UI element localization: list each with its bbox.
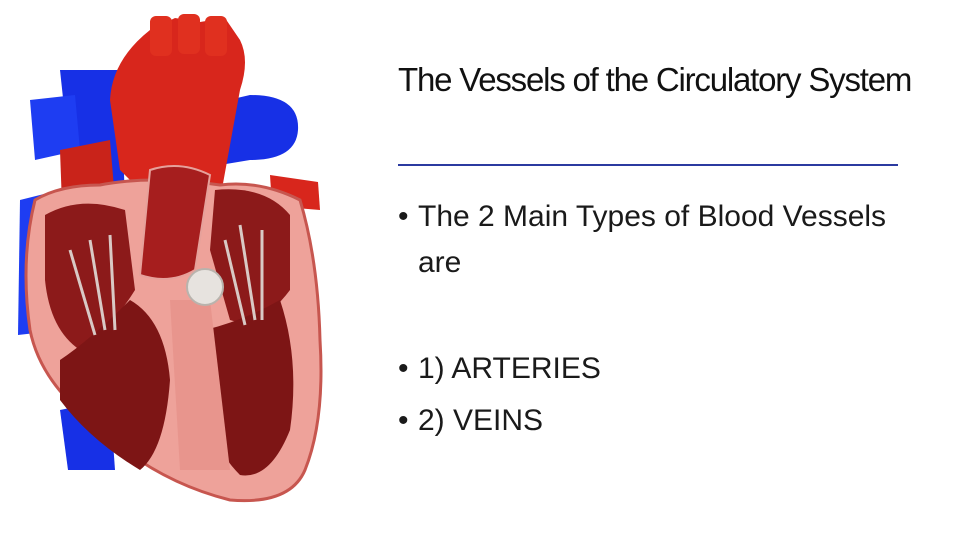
aorta-branch-2 (178, 14, 200, 54)
aorta-branch-3 (205, 16, 227, 56)
aorta (110, 18, 245, 210)
right-ventricle-chamber (60, 300, 170, 470)
right-atrium-chamber (45, 203, 135, 350)
chordae-right (223, 224, 264, 326)
bullet-text: 1) ARTERIES (418, 352, 601, 385)
bullet-item-veins: • 2) VEINS (398, 398, 918, 444)
left-vein-branch (30, 95, 80, 160)
bullet-marker: • (398, 404, 409, 437)
aorta-branch-1 (150, 16, 172, 56)
bullet-marker: • (398, 352, 409, 385)
aortic-valve (186, 268, 224, 306)
bullet-item-arteries: • 1) ARTERIES (398, 346, 918, 392)
left-atrium-chamber (210, 189, 290, 322)
slide-title: The Vessels of the Circulatory System (398, 61, 912, 98)
septum (170, 300, 230, 470)
title-underline (398, 164, 898, 166)
chordae-left (68, 234, 117, 336)
bullet-item-blood-vessel-types: • The 2 Main Types of Blood Vessels are (398, 194, 918, 286)
bullet-marker: • (398, 200, 409, 233)
heart-anatomy-illustration (18, 14, 323, 503)
bullet-text: 2) VEINS (418, 404, 544, 437)
bullet-text: The 2 Main Types of Blood Vessels are (418, 200, 887, 279)
pulmonary-trunk (138, 165, 212, 280)
